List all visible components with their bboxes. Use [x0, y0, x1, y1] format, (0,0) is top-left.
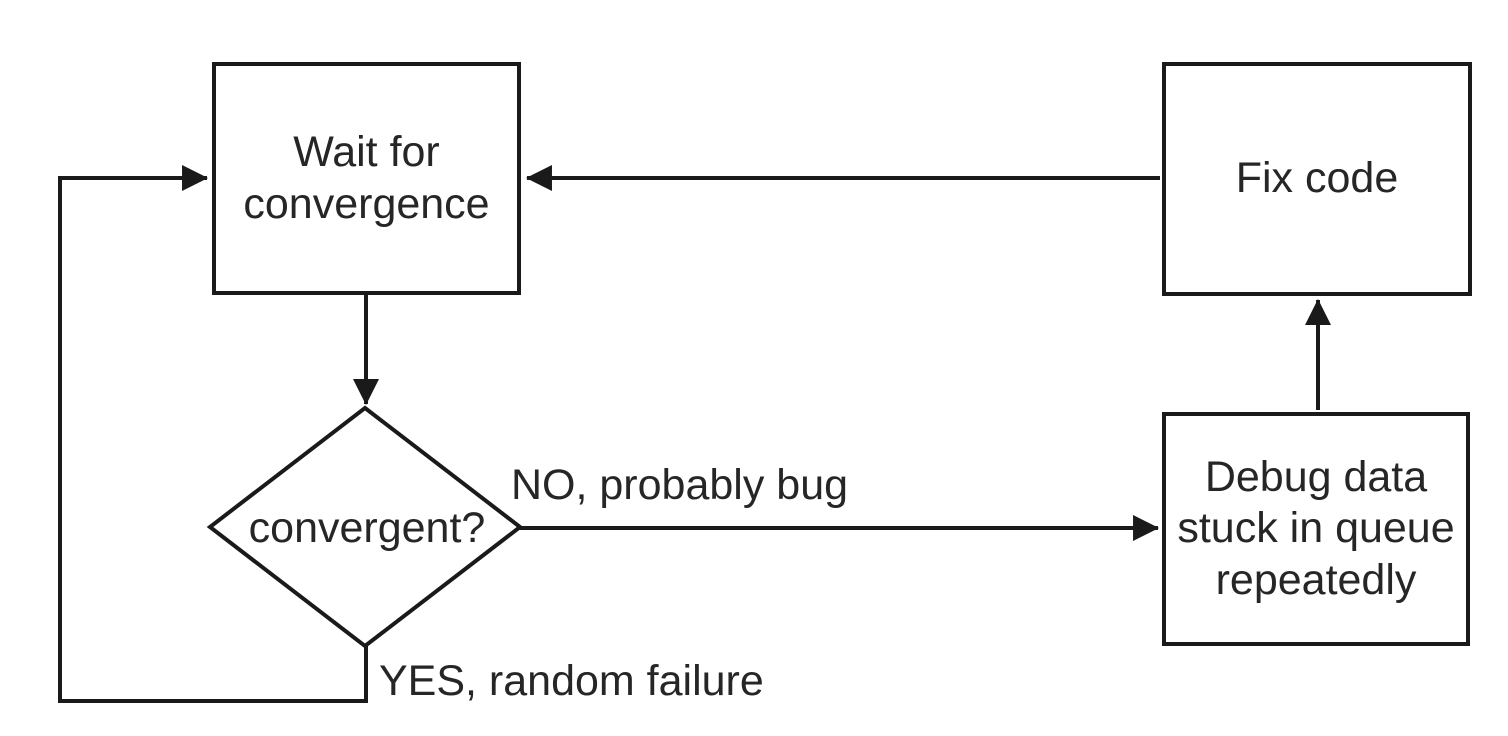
- node-debug-data: Debug data stuck in queue repeatedly: [1162, 412, 1470, 646]
- edge-label-yes-random-failure: YES, random failure: [379, 657, 764, 705]
- edge-decision-to-wait-yes-loop: [58, 165, 368, 703]
- node-wait-label: Wait for convergence: [243, 127, 490, 228]
- node-fix-label: Fix code: [1235, 154, 1399, 203]
- edge-label-no-probably-bug: NO, probably bug: [511, 461, 849, 509]
- decision-diamond-shape: [206, 405, 524, 649]
- node-fix-code: Fix code: [1162, 62, 1472, 296]
- node-wait-for-convergence: Wait for convergence: [212, 62, 521, 295]
- decision-label: convergent?: [248, 504, 486, 552]
- node-debug-label: Debug data stuck in queue repeatedly: [1177, 452, 1455, 604]
